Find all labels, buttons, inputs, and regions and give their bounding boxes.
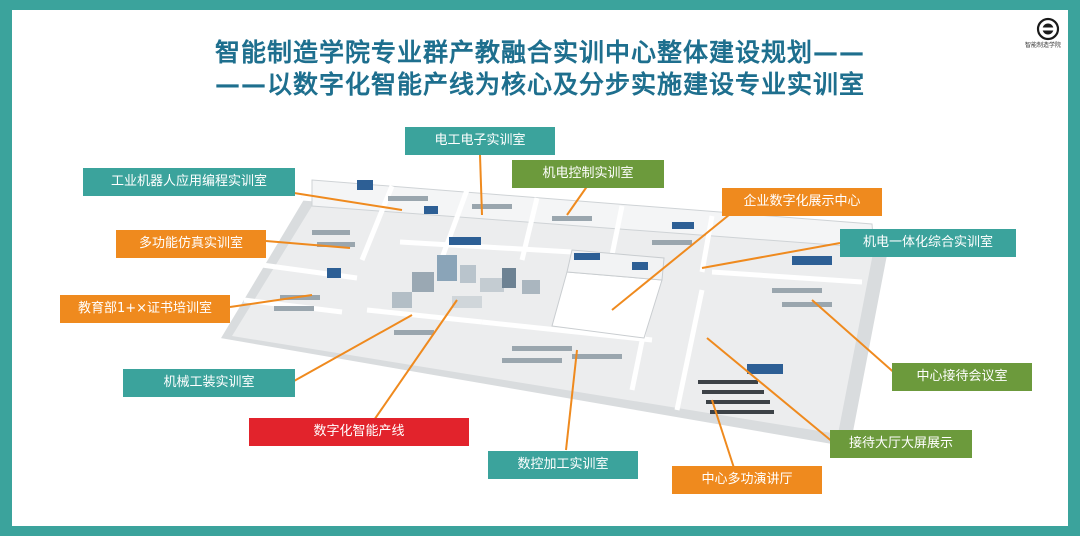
label-diangong-lab: 电工电子实训室: [405, 127, 555, 155]
label-robot-lab: 工业机器人应用编程实训室: [83, 168, 295, 196]
page-title-line2: ——以数字化智能产线为核心及分步实施建设专业实训室: [214, 70, 865, 99]
display-screens: [327, 180, 832, 374]
label-mechatronics-lab: 机电一体化综合实训室: [840, 229, 1016, 257]
workstations: [274, 196, 832, 363]
label-mech-fixture-lab: 机械工装实训室: [123, 369, 295, 397]
label-enterprise-showcase: 企业数字化展示中心: [722, 188, 882, 216]
label-jidian-control-lab: 机电控制实训室: [512, 160, 664, 188]
page-title-line1: 智能制造学院专业群产教融合实训中心整体建设规划——: [214, 38, 865, 67]
leader-lines: [229, 154, 899, 469]
canvas: 智能制造学院专业群产教融合实训中心整体建设规划—— ——以数字化智能产线为核心及…: [12, 10, 1068, 526]
label-lecture-hall: 中心多功演讲厅: [672, 466, 822, 494]
label-digital-production-line: 数字化智能产线: [249, 418, 469, 446]
production-line-equipment: [392, 255, 540, 308]
label-hall-screen: 接待大厅大屏展示: [830, 430, 972, 458]
floor-inner: [232, 206, 874, 434]
logo-text: 智能制造学院: [1024, 42, 1061, 49]
label-edu-1x-training: 教育部1+×证书培训室: [60, 295, 230, 323]
lecture-seats: [698, 380, 774, 414]
school-logo-icon: [1036, 17, 1060, 41]
label-reception-meeting: 中心接待会议室: [892, 363, 1032, 391]
label-multi-sim-lab: 多功能仿真实训室: [116, 230, 266, 258]
label-cnc-lab: 数控加工实训室: [488, 451, 638, 479]
